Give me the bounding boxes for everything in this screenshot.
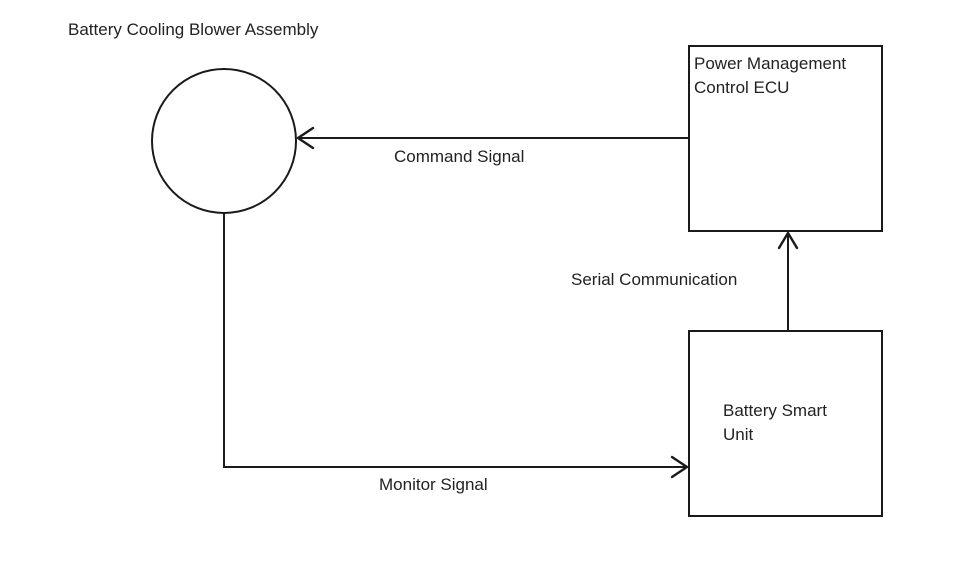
serial-communication-arrowhead [777, 231, 799, 250]
ecu-box [688, 45, 883, 232]
command-signal-arrowhead [296, 126, 315, 150]
monitor-signal-label: Monitor Signal [379, 475, 488, 494]
smart-unit-label-line-2: Unit [723, 425, 754, 444]
command-signal-label: Command Signal [394, 147, 524, 166]
ecu-label-line-1: Power Management [694, 54, 846, 73]
serial-communication-label: Serial Communication [571, 270, 737, 289]
smart-unit-box [688, 330, 883, 517]
monitor-signal-line [223, 213, 687, 468]
blower-title: Battery Cooling Blower Assembly [68, 20, 319, 39]
smart-unit-label-line-1: Battery Smart [723, 401, 827, 420]
blower-circle [151, 68, 297, 214]
monitor-signal-arrowhead [670, 455, 689, 479]
ecu-label-line-2: Control ECU [694, 78, 789, 97]
